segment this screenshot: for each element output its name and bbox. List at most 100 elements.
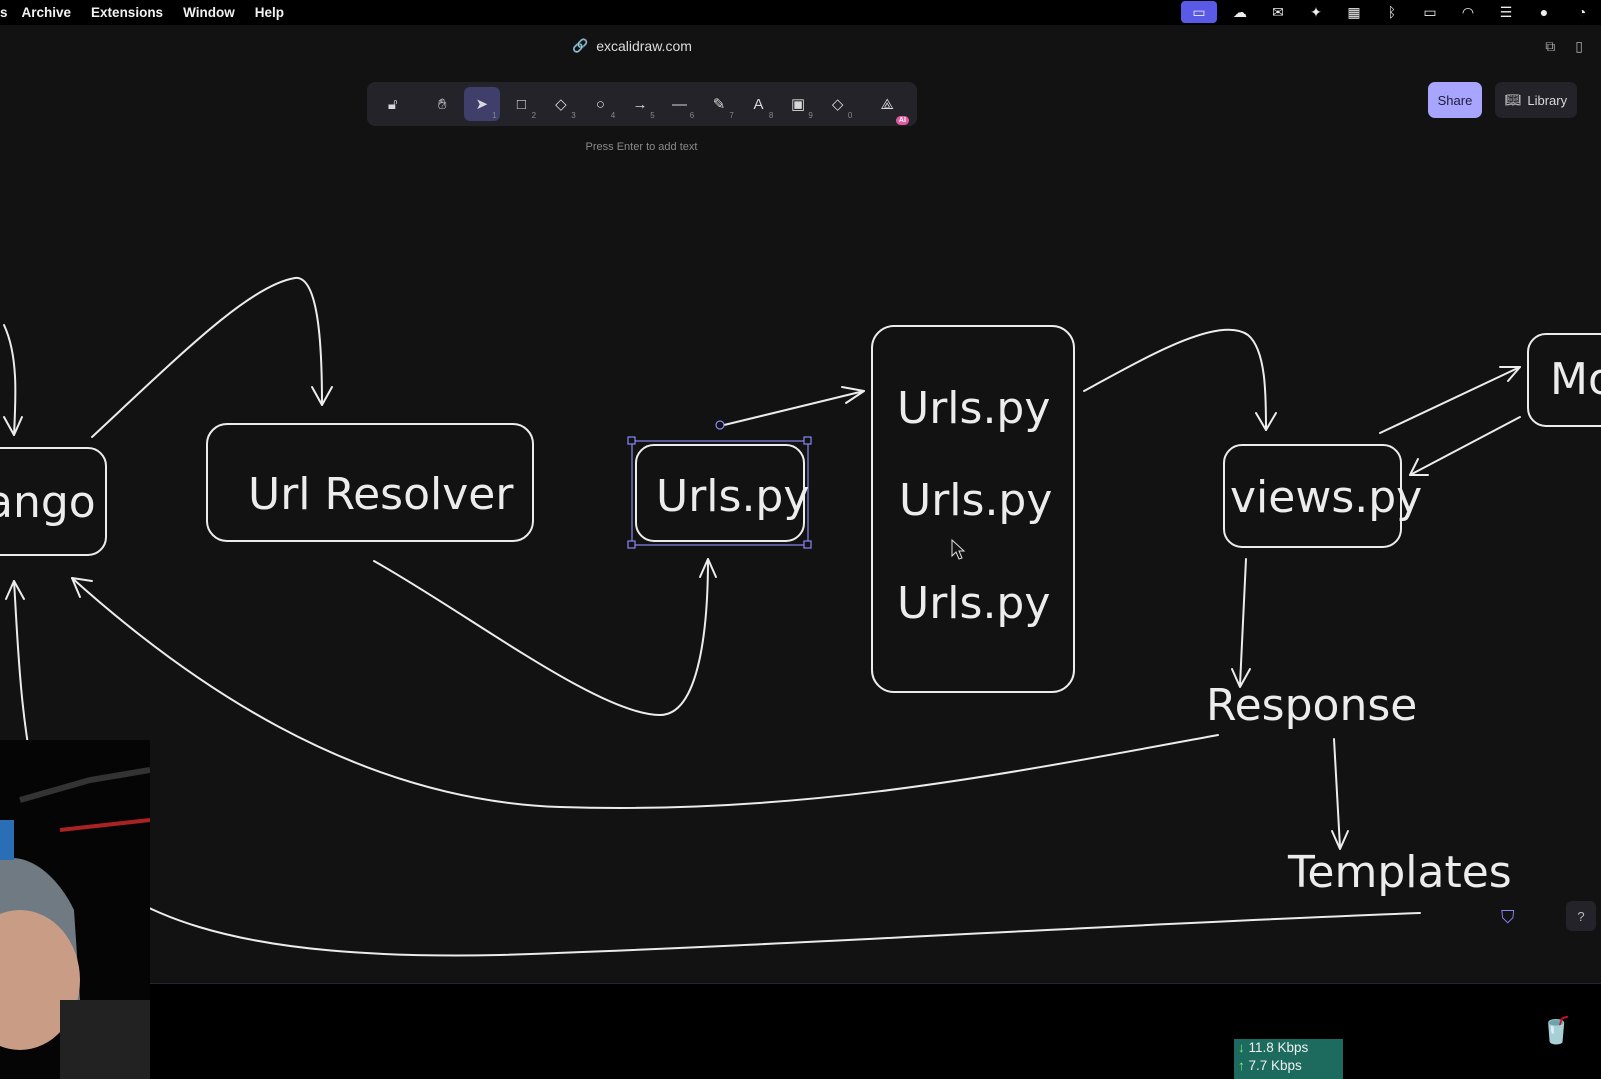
response-label[interactable]: Response <box>1206 680 1417 731</box>
window-controls: ⧉ ▯ <box>1545 38 1583 55</box>
models-label[interactable]: Mo <box>1550 354 1601 405</box>
mail-icon[interactable]: ✉ <box>1272 3 1284 20</box>
control-center-icon[interactable]: ☰ <box>1499 3 1513 20</box>
rectangle-tool[interactable]: □2 <box>504 87 540 121</box>
urls-selected-box[interactable] <box>635 444 805 542</box>
help-button[interactable]: ? <box>1566 901 1596 931</box>
browser-window: ango Url Resolver Urls.py Urls.py Urls.p… <box>0 25 1601 984</box>
shield-check-icon[interactable]: ⛉ <box>1501 907 1515 927</box>
menu-item-window[interactable]: Window <box>183 4 235 20</box>
address-bar[interactable]: 🔗 excalidraw.com <box>572 38 692 54</box>
tool-shortcut: 8 <box>768 111 774 120</box>
arrow-templates-to-django[interactable] <box>13 580 1421 957</box>
drawing-canvas[interactable]: ango Url Resolver Urls.py Urls.py Urls.p… <box>0 25 1601 983</box>
tool-shortcut: 6 <box>689 111 695 120</box>
django-label[interactable]: ango <box>0 477 96 528</box>
hand-tool[interactable]: ✋︎ <box>425 87 461 121</box>
webcam-image <box>0 740 150 1079</box>
pin-icon[interactable]: ✦ <box>1310 3 1322 20</box>
url-resolver-box[interactable] <box>206 423 534 542</box>
browser-titlebar: 🔗 excalidraw.com ⧉ ▯ <box>0 25 1601 67</box>
models-box[interactable] <box>1527 333 1601 427</box>
urls-stack-label-3[interactable]: Urls.py <box>897 578 1050 629</box>
cup-icon[interactable]: 🥤 <box>1540 1015 1573 1045</box>
arrow-views-to-models[interactable] <box>1379 366 1521 434</box>
arrowhead <box>5 580 25 600</box>
webcam-overlay <box>0 740 150 1079</box>
cloud-icon[interactable]: ☁ <box>1233 3 1247 20</box>
wifi-icon[interactable]: ◠ <box>1461 3 1475 20</box>
lock-icon: 🔓︎ <box>387 95 398 113</box>
sidebar-toggle-icon[interactable]: ▯ <box>1575 38 1583 54</box>
arrowhead <box>3 416 23 436</box>
menu-item-extensions[interactable]: Extensions <box>91 4 164 20</box>
arrowhead <box>841 386 865 404</box>
network-stats: ↓ 11.8 Kbps ↑ 7.7 Kbps <box>1234 1039 1343 1079</box>
tool-shortcut: 7 <box>729 111 734 120</box>
line-tool[interactable]: —6 <box>662 87 698 121</box>
arrow-tool[interactable]: →5 <box>622 87 658 121</box>
line-icon: — <box>671 95 687 113</box>
selection-handles[interactable] <box>627 420 812 549</box>
tool-shortcut: 3 <box>571 111 576 120</box>
arrowhead <box>1231 668 1251 688</box>
diamond-tool[interactable]: ◇3 <box>543 87 579 121</box>
arrowhead <box>1255 412 1277 431</box>
menu-bar: s Archive Extensions Window Help ▭ ☁ ✉ ✦… <box>0 0 1601 24</box>
settings-sliders-icon[interactable]: ⧉ <box>1545 38 1556 54</box>
arrowhead <box>699 558 717 578</box>
arrow-into-django-top[interactable] <box>3 324 17 436</box>
bluetooth-icon[interactable]: ᛒ <box>1387 4 1397 20</box>
display-icon[interactable]: ▭ <box>1423 3 1437 20</box>
tool-shortcut: 2 <box>531 111 537 120</box>
share-button[interactable]: Share <box>1428 82 1482 118</box>
selection-tool[interactable]: ➤1 <box>464 87 500 121</box>
image-icon: ▣ <box>790 96 806 113</box>
arrow-django-to-resolver[interactable] <box>91 276 323 438</box>
arrow-urls-to-stack[interactable] <box>719 390 865 427</box>
django-box[interactable] <box>0 447 107 556</box>
siri-icon[interactable]: ● <box>1539 4 1549 20</box>
views-box[interactable] <box>1223 444 1402 548</box>
urls-selected-label[interactable]: Urls.py <box>656 471 809 522</box>
arrow-views-to-response[interactable] <box>1239 558 1247 686</box>
urls-stack-label-2[interactable]: Urls.py <box>899 475 1052 526</box>
views-label[interactable]: views.py <box>1230 472 1422 523</box>
arrow-icon: → <box>632 95 648 113</box>
arrow-response-to-templates[interactable] <box>1333 738 1341 848</box>
screen-share-icon[interactable]: ▭ <box>1181 1 1217 23</box>
rectangle-icon: □ <box>516 95 526 113</box>
upload-speed: 7.7 Kbps <box>1248 1058 1302 1073</box>
templates-label[interactable]: Templates <box>1287 847 1512 898</box>
arrow-response-to-django[interactable] <box>71 577 1219 810</box>
menu-item-app[interactable]: s <box>0 4 8 20</box>
url-resolver-label[interactable]: Url Resolver <box>248 469 514 520</box>
draw-tool[interactable]: ✎7 <box>701 87 737 121</box>
question-icon: ? <box>1577 908 1585 924</box>
eraser-tool[interactable]: ◇0 <box>820 87 856 121</box>
clock-icon[interactable]: ◔ <box>1577 4 1587 20</box>
image-tool[interactable]: ▣9 <box>780 87 816 121</box>
menu-item-help[interactable]: Help <box>254 4 284 20</box>
diamond-icon: ◇ <box>555 96 567 113</box>
upload-arrow-icon: ↑ <box>1238 1058 1245 1073</box>
ai-tools-button[interactable]: ⟁AI <box>869 87 909 125</box>
download-arrow-icon: ↓ <box>1238 1040 1245 1055</box>
ai-badge: AI <box>895 116 909 125</box>
panel-icon[interactable]: ▦ <box>1347 3 1361 20</box>
arrow-stack-to-views[interactable] <box>1083 328 1267 431</box>
arrowhead <box>1331 830 1349 850</box>
library-button[interactable]: 📖︎ Library <box>1495 82 1577 118</box>
arrow-resolver-to-urls[interactable] <box>373 558 709 716</box>
ellipse-tool[interactable]: ○4 <box>583 87 619 121</box>
menu-item-archive[interactable]: Archive <box>21 4 72 20</box>
arrow-models-to-views[interactable] <box>1409 416 1521 476</box>
lock-tool[interactable]: 🔓︎ <box>375 87 411 121</box>
download-speed: 11.8 Kbps <box>1248 1040 1309 1055</box>
tool-shortcut: 4 <box>610 111 616 120</box>
link-icon: 🔗 <box>572 38 589 53</box>
urls-stack-label-1[interactable]: Urls.py <box>897 383 1050 434</box>
arrowhead <box>1499 366 1521 382</box>
urls-stack-box[interactable] <box>871 325 1075 693</box>
